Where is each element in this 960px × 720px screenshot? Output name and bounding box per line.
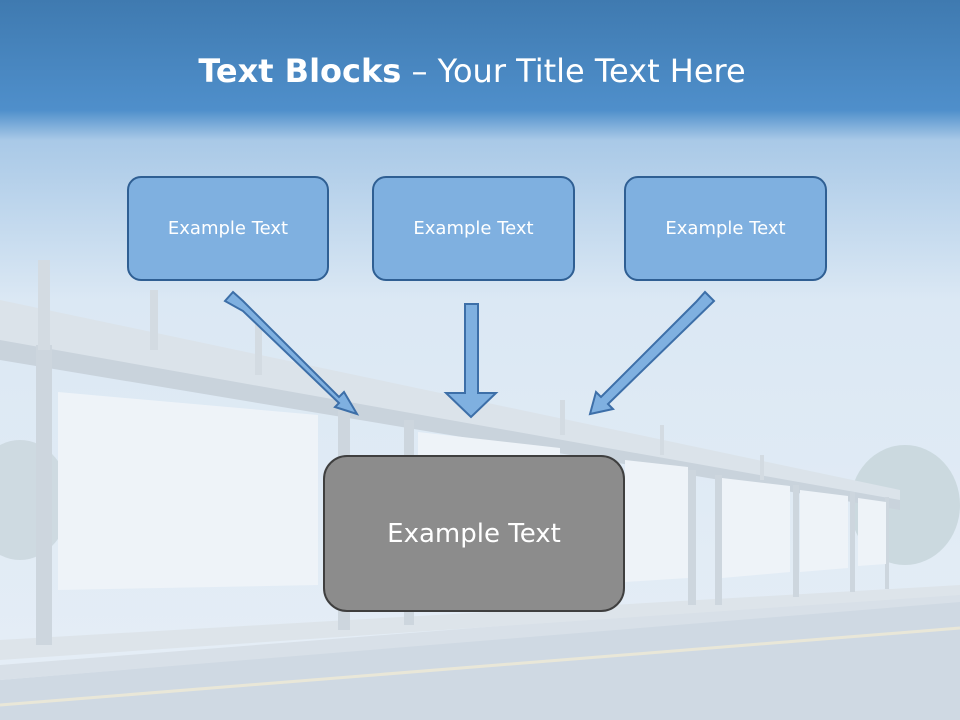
text-block-left-label: Example Text: [167, 218, 289, 239]
text-block-middle-label: Example Text: [413, 218, 534, 239]
center-text-block-label: Example Text: [387, 518, 561, 549]
text-block-middle[interactable]: Example Text: [372, 176, 575, 281]
arrow-left-icon: [223, 290, 360, 416]
title-separator: –: [401, 52, 438, 90]
title-rest: Your Title Text Here: [437, 52, 746, 90]
title-bold: Text Blocks: [198, 52, 402, 90]
arrow-middle-icon: [443, 303, 499, 419]
text-block-right-label: Example Text: [665, 218, 786, 239]
center-text-block[interactable]: Example Text: [323, 455, 625, 612]
arrow-right-icon: [588, 290, 716, 416]
slide-title: Text Blocks – Your Title Text Here: [0, 52, 944, 90]
text-block-left[interactable]: Example Text: [127, 176, 329, 281]
text-block-right[interactable]: Example Text: [624, 176, 827, 281]
